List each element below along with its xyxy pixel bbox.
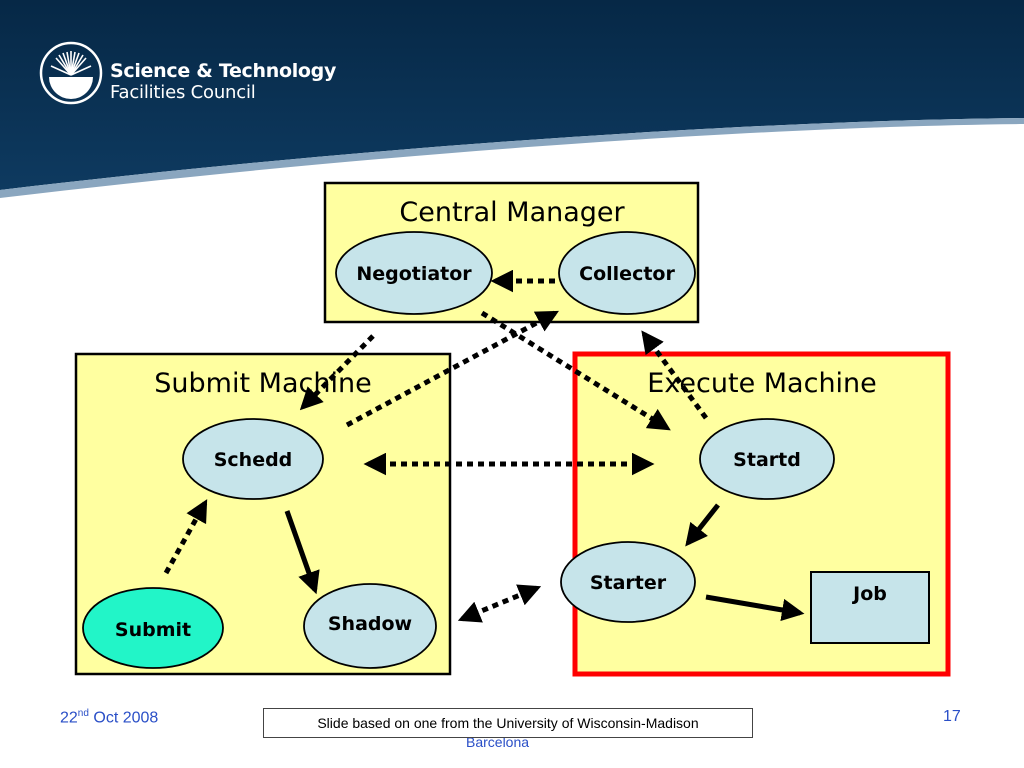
submit-node: [82, 587, 224, 669]
starter-label: Starter: [590, 572, 667, 594]
footer-date: 22nd Oct 2008: [60, 708, 158, 727]
negotiator-to-startd-arrow: [480, 310, 671, 431]
footer-date-day: 22: [60, 709, 78, 727]
shadow-label: Shadow: [328, 613, 412, 635]
submit-to-schedd-arrow: [163, 499, 208, 575]
sunburst-logo-icon: [39, 41, 103, 105]
startd-label: Startd: [733, 449, 801, 471]
shadow-node: [303, 583, 437, 669]
submit-machine-title: Submit Machine: [154, 368, 371, 399]
central-manager-title: Central Manager: [399, 197, 625, 228]
org-name-line1: Science & Technology: [110, 60, 337, 82]
job-box: [810, 571, 930, 644]
shadow-starter-arrow: [457, 584, 542, 623]
footer-city: Barcelona: [466, 734, 530, 750]
starter-to-job-arrow: [705, 594, 805, 622]
starter-node: [560, 541, 696, 623]
startd-node: [699, 418, 835, 500]
job-label: Job: [851, 583, 887, 605]
header-band: [0, 0, 1024, 198]
negotiator-to-schedd-arrow: [299, 334, 375, 411]
collector-node: [558, 231, 696, 315]
submit-label: Submit: [115, 619, 191, 641]
schedd-label: Schedd: [214, 449, 293, 471]
negotiator-node: [335, 231, 493, 315]
startd-to-starter-arrow: [685, 503, 720, 547]
footer-date-suffix: nd: [77, 708, 89, 719]
execute-machine-title: Execute Machine: [647, 368, 877, 399]
schedd-node: [182, 418, 324, 500]
page-number: 17: [943, 708, 961, 725]
org-name-line2: Facilities Council: [110, 82, 256, 103]
footer-note: Slide based on one from the University o…: [263, 708, 753, 738]
schedd-to-shadow-arrow: [284, 510, 320, 595]
collector-label: Collector: [579, 263, 675, 285]
negotiator-label: Negotiator: [356, 263, 472, 285]
footer-date-rest: Oct 2008: [88, 709, 159, 727]
